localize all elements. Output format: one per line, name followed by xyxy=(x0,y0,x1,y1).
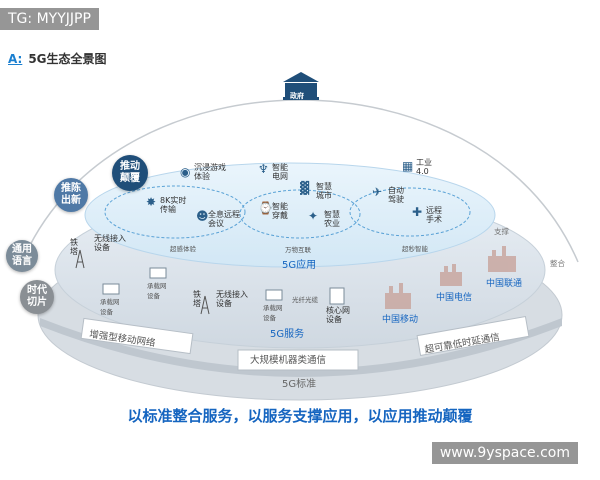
slogan: 以标准整合服务，以服务支撑应用，以应用推动颠覆 xyxy=(127,407,473,425)
service-tower-2: 铁塔 xyxy=(193,290,201,308)
tower-2 xyxy=(200,295,210,315)
service-bearer-1: 承载网设备 xyxy=(100,298,120,316)
bubble-common-language: 通用语言 xyxy=(6,240,38,272)
layer-5g-apps: 5G应用 xyxy=(282,260,317,271)
operator-china-unicom: 中国联通 xyxy=(486,279,523,289)
app-8k-video: 8K实时传输 xyxy=(160,196,187,214)
bubble-era-slice: 时代切片 xyxy=(20,280,54,314)
service-wireless-1: 无线接入设备 xyxy=(94,234,126,252)
video-meeting-icon: ☻ xyxy=(196,209,209,223)
service-core-network: 核心网设备 xyxy=(326,306,350,324)
service-bearer-2: 承载网设备 xyxy=(147,282,167,300)
app-smart-grid: 智能电网 xyxy=(272,163,288,181)
satellite-icon: ✸ xyxy=(146,195,157,209)
equip-core xyxy=(329,287,345,305)
tower-1 xyxy=(75,249,85,269)
watch-icon: ⌚ xyxy=(258,201,273,215)
watermark-top: TG: MYYJJPP xyxy=(0,8,99,30)
layer-5g-standards: 5G标准 xyxy=(282,379,317,390)
grid-tower-icon: ♆ xyxy=(258,162,269,176)
city-icon: ▓ xyxy=(300,181,310,195)
car-icon: ✈ xyxy=(372,185,383,199)
diagram-title: A: 5G生态全景图 xyxy=(8,50,107,67)
app-smart-wear: 智能穿戴 xyxy=(272,202,288,220)
apps-platform xyxy=(84,162,496,268)
building-mobile xyxy=(385,283,411,309)
category-iot: 万物互联 xyxy=(285,246,311,254)
edge-support: 支撑 xyxy=(494,227,509,236)
layer-5g-services: 5G服务 xyxy=(270,329,305,340)
app-smart-farm: 智慧农业 xyxy=(324,210,340,228)
bubble-disrupt: 推动颠覆 xyxy=(112,155,148,191)
bubble-innovate: 推陈出新 xyxy=(54,178,88,212)
standard-box-3 xyxy=(416,316,530,356)
app-circle-left xyxy=(104,185,246,239)
equip-bearer-3 xyxy=(265,289,283,301)
operator-china-telecom: 中国电信 xyxy=(436,293,473,303)
watermark-bottom: www.9yspace.com xyxy=(431,442,578,464)
building-unicom xyxy=(488,246,516,272)
app-remote-meeting: 全息远程会议 xyxy=(208,210,240,228)
category-super-experience: 超感体验 xyxy=(170,245,196,253)
government-label: 政府 xyxy=(290,92,304,100)
app-remote-surgery: 远程手术 xyxy=(426,206,442,224)
building-telecom xyxy=(440,264,462,286)
gamepad-icon: ◉ xyxy=(180,165,191,179)
service-bearer-3: 承载网设备 xyxy=(263,304,283,322)
app-circle-middle xyxy=(239,189,361,239)
standard-box-1 xyxy=(80,317,194,355)
drone-icon: ✦ xyxy=(308,209,319,223)
edge-integrate: 整合 xyxy=(550,259,565,268)
factory-icon: ▦ xyxy=(402,159,414,173)
surgery-icon: ✚ xyxy=(412,205,423,219)
standard-mmtc: 大规模机器类通信 xyxy=(250,355,327,366)
platform-rim xyxy=(40,318,562,377)
app-auto-drive: 自动驾驶 xyxy=(388,186,404,204)
standard-box-2 xyxy=(237,349,359,371)
title-text: 5G生态全景图 xyxy=(28,52,107,66)
app-vr-game: 沉浸游戏体验 xyxy=(194,163,226,181)
category-super-intelligence: 超秒智能 xyxy=(402,245,428,253)
government-building xyxy=(283,72,319,100)
operator-china-mobile: 中国移动 xyxy=(382,315,419,325)
equip-bearer-2 xyxy=(149,267,167,279)
service-wireless-2: 无线接入设备 xyxy=(216,290,248,308)
equip-bearer-1 xyxy=(102,283,120,295)
app-smart-city: 智慧城市 xyxy=(316,182,332,200)
app-circle-right xyxy=(349,187,471,237)
title-prefix: A: xyxy=(8,52,23,66)
service-fiber: 光纤光缆 xyxy=(292,296,318,304)
app-industry: 工业4.0 xyxy=(416,158,432,176)
service-tower-1: 铁塔 xyxy=(70,238,78,256)
